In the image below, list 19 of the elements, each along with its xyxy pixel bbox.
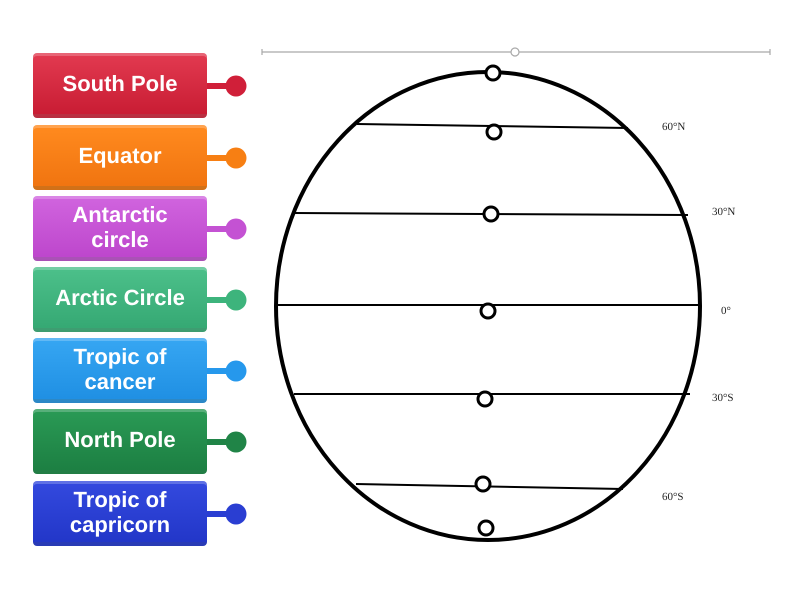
label-tile — [33, 196, 207, 261]
label-tile — [33, 267, 207, 332]
tile-label: Tropic of capricorn — [68, 486, 172, 536]
tile-label: Arctic Circle — [55, 285, 185, 310]
tile-label: Tropic of cancer — [72, 344, 168, 394]
latitude-label: 30°S — [712, 392, 734, 405]
label-tile — [33, 481, 207, 546]
label-tile — [33, 338, 207, 403]
tile-label: North Pole — [64, 427, 176, 452]
latitude-label: 60°N — [662, 121, 686, 134]
latitude-label: 60°S — [662, 491, 684, 504]
label-tile — [33, 53, 207, 118]
label-tile — [33, 125, 207, 190]
tile-label: Equator — [78, 143, 162, 168]
tile-label: Antarctic circle — [71, 202, 169, 252]
latitude-label: 30°N — [712, 206, 736, 219]
latitude-label: 0° — [721, 305, 731, 318]
label-tile — [33, 409, 207, 474]
tile-label: South Pole — [62, 71, 178, 96]
